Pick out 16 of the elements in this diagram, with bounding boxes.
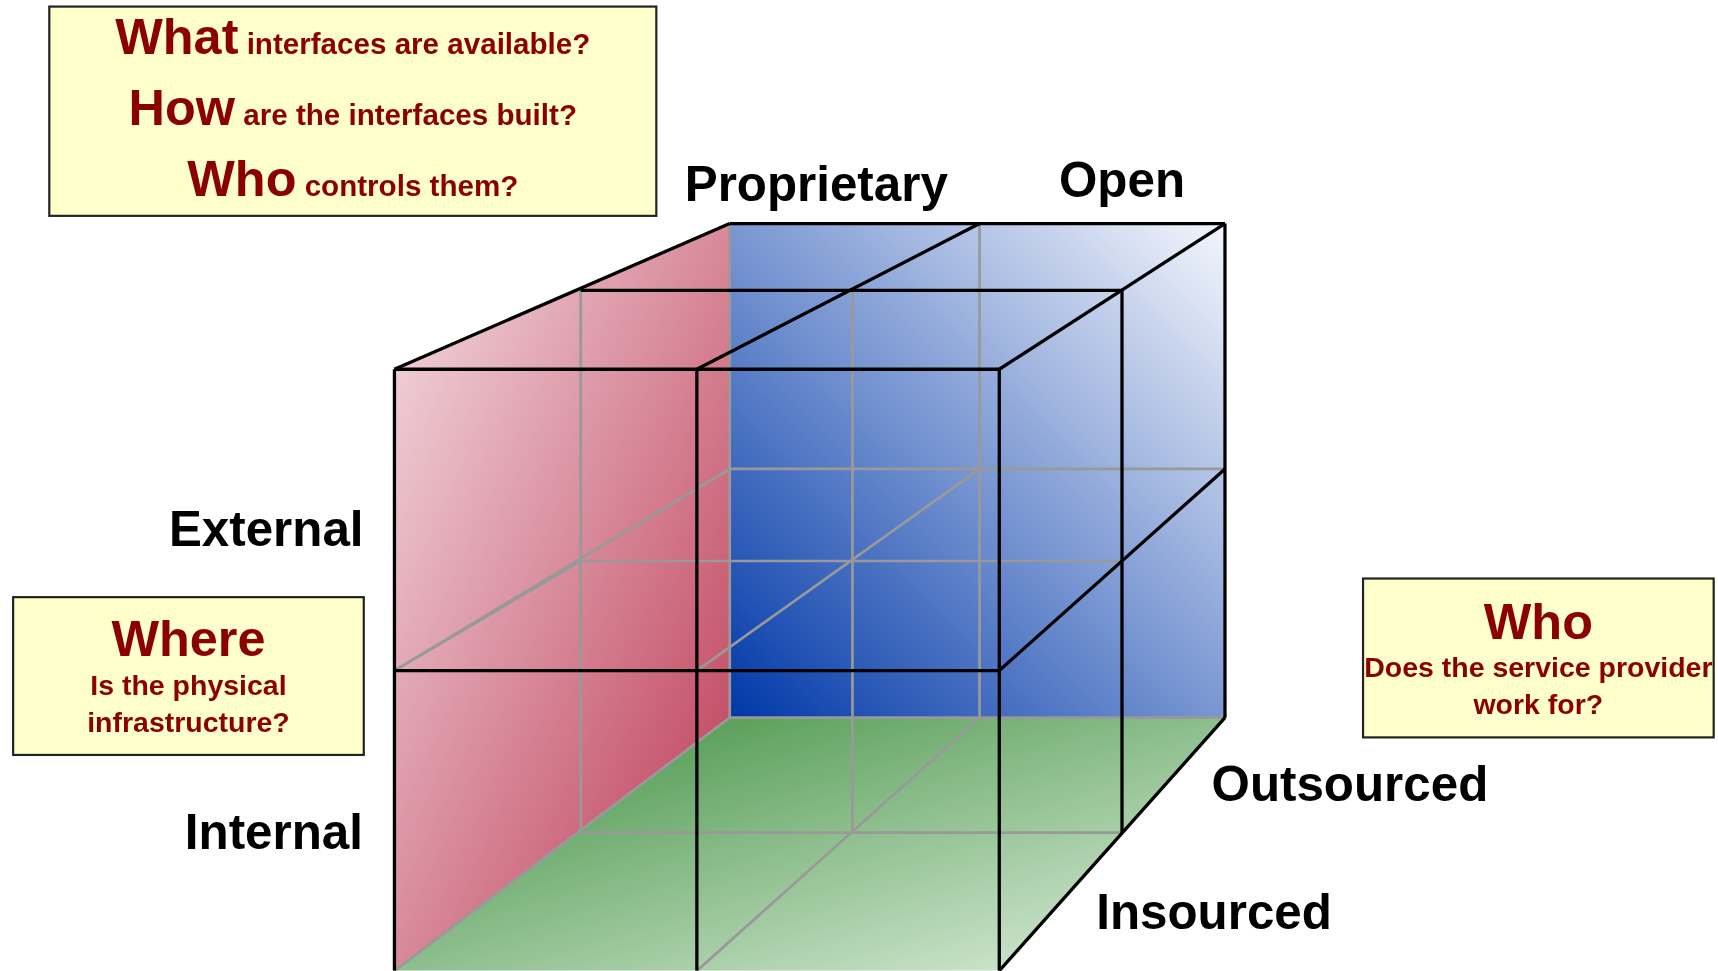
axis-label: Proprietary bbox=[684, 155, 948, 213]
axis-label: External bbox=[168, 500, 364, 558]
question-text: Does the service provider work for? bbox=[1364, 649, 1713, 723]
question-text: Is the physical infrastructure? bbox=[86, 667, 291, 741]
question-box bbox=[48, 5, 658, 217]
question-box bbox=[12, 596, 365, 757]
question-text: How are the interfaces built? bbox=[128, 77, 577, 138]
axis-label: Open bbox=[1059, 152, 1185, 210]
question-text: Who controls them? bbox=[187, 149, 519, 210]
axis-label: Insourced bbox=[1096, 884, 1332, 942]
question-text: What interfaces are available? bbox=[115, 6, 591, 67]
question-heading: Who bbox=[1483, 593, 1593, 649]
axis-label: Outsourced bbox=[1211, 756, 1489, 813]
axis-label: Internal bbox=[184, 804, 363, 862]
question-heading: Where bbox=[111, 611, 266, 667]
question-box bbox=[1361, 577, 1715, 739]
